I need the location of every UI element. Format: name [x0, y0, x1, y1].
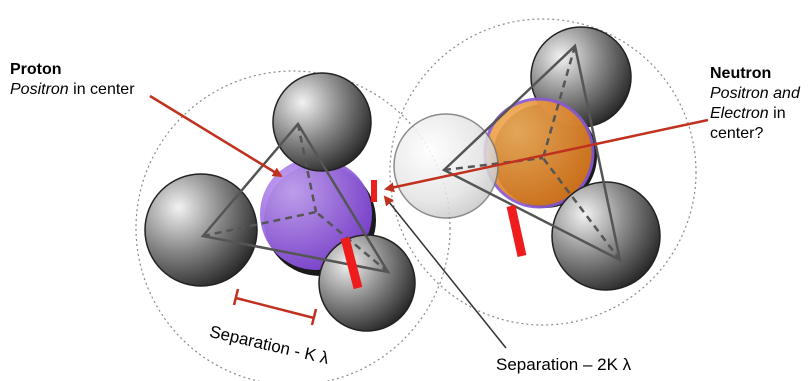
proton-sphere-left: [144, 173, 258, 287]
proton-title: Proton: [10, 61, 62, 78]
neutron-pointer-arrow: [384, 118, 709, 193]
neutron-sphere-bottom: [551, 181, 661, 291]
proton-sphere-bottom: [318, 234, 416, 332]
proton-pointer-arrow: [149, 94, 283, 178]
separation-2k-pointer: [383, 195, 507, 349]
separation-marker-proton: [340, 236, 363, 290]
neutron-line1: Positron and: [710, 85, 800, 102]
neutron-boundary: [389, 18, 697, 326]
proton-tetrahedron: [200, 121, 391, 274]
separation-2k-label: Separation – 2K λ: [496, 355, 632, 374]
neutron-line3: center?: [710, 125, 764, 142]
separation-k-bracket: [232, 288, 318, 326]
neutron-label: Neutron Positron and Electron in center?: [710, 64, 800, 144]
proton-label: Proton Positron in center: [10, 60, 135, 100]
proton-tetrahedron-hidden: [202, 123, 389, 273]
neutron-tetrahedron-hidden: [443, 45, 621, 261]
neutron-tetrahedron: [441, 43, 622, 263]
separation-marker-neutron: [506, 205, 527, 257]
neutron-particle: [393, 26, 661, 291]
proton-subtitle-rest: in center: [68, 81, 135, 98]
neutron-line2-rest: in: [768, 105, 786, 122]
neutron-title: Neutron: [710, 65, 772, 82]
proton-boundary: [135, 70, 451, 381]
neutron-line2: Electron in: [710, 104, 800, 124]
electron-word: Electron: [710, 105, 769, 122]
positron-word: Positron: [10, 81, 69, 98]
proton-subtitle: Positron in center: [10, 80, 135, 100]
proton-sphere-top: [272, 72, 372, 172]
